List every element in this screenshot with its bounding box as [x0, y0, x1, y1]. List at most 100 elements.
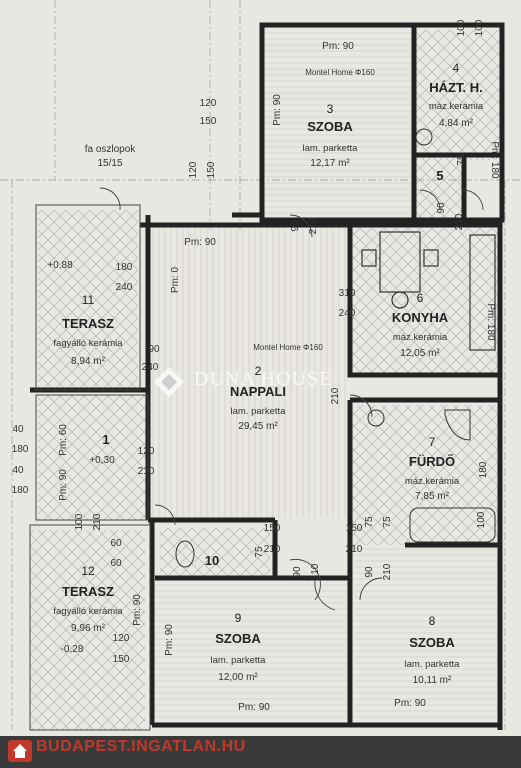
dim: 40: [12, 465, 24, 476]
door-swings: [99, 187, 484, 611]
terrace-outlines: [29, 204, 151, 731]
room-2-area: 29,45 m²: [238, 421, 278, 432]
dim: 210: [382, 563, 393, 580]
label-level-088: +0,88: [47, 260, 73, 271]
label-pm180-right2: Pm: 180: [489, 141, 500, 179]
room-6-name: KONYHA: [392, 310, 449, 325]
room-9-material: lam. parketta: [211, 655, 267, 666]
dim: 100: [456, 19, 467, 36]
dim: 75: [382, 516, 393, 528]
dim: 90: [292, 566, 303, 578]
label-level-028: -0,28: [61, 644, 84, 655]
room-labels: 3 SZOBA lam. parketta 12,17 m² 4 HÁZT. H…: [53, 61, 483, 686]
watermark-text: DUNA HOUSE: [194, 368, 333, 390]
site-name-link[interactable]: BUDAPEST.INGATLAN.HU: [36, 738, 246, 755]
label-pm90-8: Pm: 90: [394, 698, 426, 709]
dim: 100: [74, 513, 85, 530]
dim: 75: [364, 516, 375, 528]
room-11-name: TERASZ: [62, 316, 114, 331]
dim: 210: [330, 387, 341, 404]
dim: 120: [113, 633, 130, 644]
label-pm90-12: Pm: 90: [132, 594, 143, 626]
room-7-num: 7: [429, 435, 436, 449]
room-9-name: SZOBA: [215, 631, 261, 646]
room-12-area: 9,96 m²: [71, 623, 106, 634]
duna-house-logo-icon: [154, 367, 184, 397]
room-12-material: fagyálló kerámia: [53, 606, 123, 617]
dim: 310: [339, 288, 356, 299]
room-3-material: lam. parketta: [303, 143, 359, 154]
dim: 150: [264, 523, 281, 534]
label-pm90-top: Pm: 90: [322, 41, 354, 52]
dim: 100: [474, 19, 485, 36]
room-10-num: 10: [205, 553, 219, 568]
room-2-name: NAPPALI: [230, 384, 286, 399]
dim: 210: [138, 466, 155, 477]
label-montel-top: Montel Home Φ160: [305, 68, 375, 77]
dim: 120: [200, 98, 217, 109]
room-11-material: fagyálló kerámia: [53, 338, 123, 349]
dim: 180: [116, 262, 133, 273]
room-9-num: 9: [235, 611, 242, 625]
room-4-name: HÁZT. H.: [429, 80, 482, 95]
label-level-030: +0,30: [89, 455, 115, 466]
dim: 150: [206, 161, 217, 178]
label-montel-mid: Montel Home Φ160: [253, 343, 323, 352]
dim: 120: [188, 161, 199, 178]
dim: 60: [110, 558, 122, 569]
room-11-area: 8,94 m²: [71, 356, 106, 367]
room-12-num: 12: [81, 564, 95, 578]
floor-fills: [30, 30, 500, 730]
room-8-num: 8: [429, 614, 436, 628]
dim: 240: [339, 308, 356, 319]
bath-fixtures: [175, 128, 496, 568]
dim: 60: [110, 538, 122, 549]
dim: 90: [290, 220, 301, 232]
dim: 180: [478, 461, 489, 478]
label-pm60: Pm: 60: [58, 424, 69, 456]
room-12-name: TERASZ: [62, 584, 114, 599]
room-8-area: 10,11 m²: [413, 675, 452, 686]
label-pm90-4: Pm: 90: [272, 94, 283, 126]
dim: 210: [346, 544, 363, 555]
room-1-num: 1: [102, 432, 109, 447]
room-4-material: máz.kerámia: [429, 101, 484, 112]
room-9-area: 12,00 m²: [218, 672, 258, 683]
dimension-labels: 120 150 90 210 120 150 180 240 310 240 9…: [12, 19, 489, 665]
dim: 100: [476, 511, 487, 528]
room-3-area: 12,17 m²: [310, 158, 350, 169]
label-pm180-right: Pm: 180: [485, 303, 496, 341]
label-pm90-9: Pm: 90: [164, 624, 175, 656]
dim: 150: [113, 654, 130, 665]
dim: 150: [200, 116, 217, 127]
label-pm90-mid: Pm: 90: [184, 237, 216, 248]
room-8-material: lam. parketta: [405, 659, 461, 670]
dim: 210: [454, 213, 465, 230]
room-2-num: 2: [255, 364, 262, 378]
dim: 75: [456, 154, 467, 166]
misc-labels: Pm: 90 Montel Home Φ160 fa oszlopok 15/1…: [47, 41, 500, 713]
room-3-num: 3: [327, 102, 334, 116]
label-fa-oszlopok: fa oszlopok: [85, 144, 137, 155]
room-5-num: 5: [436, 168, 443, 183]
room-7-name: FÜRDŐ: [409, 454, 455, 469]
dim: 90: [148, 344, 160, 355]
dim: 90: [436, 202, 447, 214]
dim: 210: [308, 217, 319, 234]
dim: 210: [310, 563, 321, 580]
label-fa-count: 15/15: [97, 158, 122, 169]
room-8-name: SZOBA: [409, 635, 455, 650]
room-6-num: 6: [417, 291, 424, 305]
dim: 240: [116, 282, 133, 293]
house-icon: [13, 744, 27, 758]
room-2-material: lam. parketta: [231, 406, 287, 417]
room-4-num: 4: [453, 61, 460, 75]
room-7-area: 7,85 m²: [415, 491, 450, 502]
room-4-area: 4,84 m²: [439, 118, 474, 129]
dim: 150: [346, 523, 363, 534]
dim: 90: [364, 566, 375, 578]
dim: 75: [254, 546, 265, 558]
dim: 120: [138, 446, 155, 457]
room-6-area: 12,05 m²: [400, 348, 440, 359]
